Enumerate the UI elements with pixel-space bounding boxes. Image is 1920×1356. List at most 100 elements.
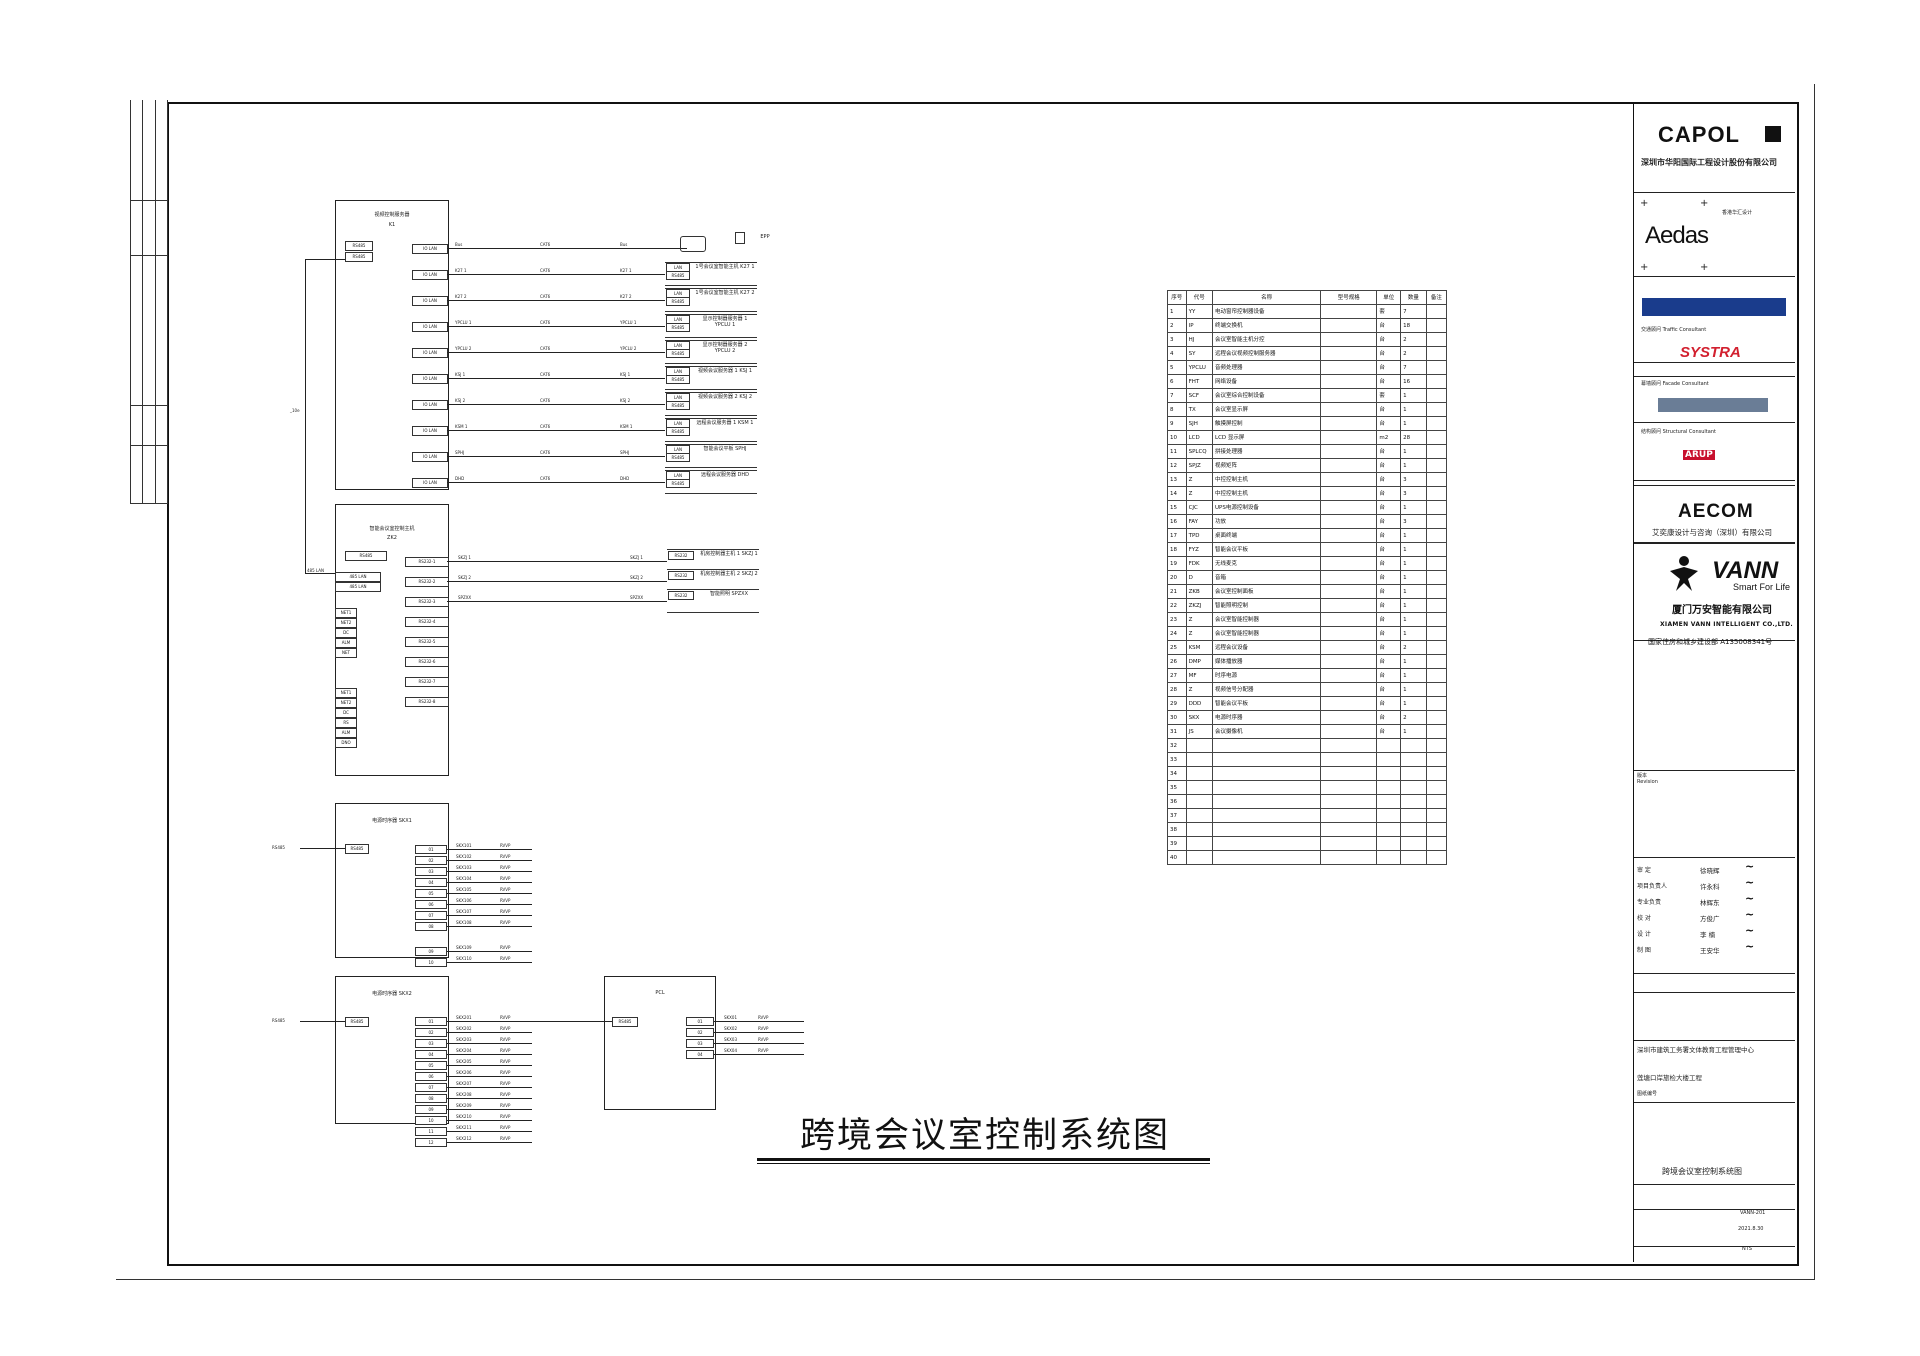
drawing-date: 2021.8.30 [1738,1226,1764,1232]
trunk-to-ctrl-wire [305,573,335,574]
table-cell [1425,472,1448,487]
crosshair-mark-2: + [1700,198,1709,209]
server-wire-tag: YPCLU 1 [455,320,472,325]
relay2-wire [447,1120,532,1121]
table-cell [1425,500,1448,515]
server-wire-type: CAT6 [540,398,551,403]
drawing-name: 跨境会议室控制系统图 [1662,1167,1742,1176]
table-cell [1320,794,1378,809]
server-device-code: YPCLU 1 [620,320,637,325]
table-cell: 1 [1400,598,1427,613]
table-cell [1320,640,1378,655]
title-block-role: 设 计 [1637,931,1651,938]
ctrl-port: RS232-1 [405,557,449,567]
device-rs485-port: RS485 [666,297,690,306]
plc-port: 04 [686,1050,714,1059]
table-cell [1212,850,1322,865]
table-cell [1425,528,1448,543]
table-cell [1400,780,1427,795]
table-row: 34 [1167,766,1448,781]
relay2-port: 05 [415,1061,447,1070]
relay2-row-wire: RVVP [500,1048,511,1053]
relay2-row-code: SKX205 [456,1059,472,1064]
table-cell: UPS电源控制设备 [1212,500,1322,515]
table-cell [1320,402,1378,417]
ctrl-device-name: 机房控制器主机 2 SKZJ 2 [700,571,758,577]
server-port: IO LAN [412,322,448,332]
title-block-person: 方俊广 [1700,915,1720,923]
table-cell: 1 [1400,500,1427,515]
ctrl-device-name: 智能照明 SPZXX [709,591,749,597]
table-cell: 7 [1167,388,1187,403]
table-cell: 音箱 [1212,570,1322,585]
relay1-wire [447,915,532,916]
table-cell [1425,430,1448,445]
table-cell: 3 [1400,472,1427,487]
table-cell [1425,542,1448,557]
table-cell [1376,766,1402,781]
relay1-row-wire: RVVP [500,887,511,892]
table-cell: CJC [1185,500,1214,515]
table-cell: 1 [1400,724,1427,739]
server-port: IO LAN [412,244,448,254]
table-header-cell: 名称 [1212,290,1322,305]
table-cell [1320,514,1378,529]
revision-label-en: Revision [1637,779,1658,785]
table-cell: 23 [1167,612,1187,627]
server-device-code: Bus [620,242,628,247]
table-cell: SY [1185,346,1214,361]
plc-wire [714,1054,804,1055]
table-cell [1425,374,1448,389]
table-cell [1320,570,1378,585]
systra-logo: SYSTRA [1680,344,1741,361]
table-cell [1425,570,1448,585]
drawing-num: VANN-201 [1740,1210,1766,1216]
monitor-icon [735,232,745,244]
relay1-port: 03 [415,867,447,876]
table-cell: 1 [1400,612,1427,627]
table-cell: 视频信号分配器 [1212,682,1322,697]
crosshair-mark-1: + [1640,198,1649,209]
relay1-row-code: SKX109 [456,945,472,950]
table-cell [1376,850,1402,865]
table-cell: 1 [1400,444,1427,459]
device-rs485-port: RS485 [666,453,690,462]
server-wire-type: CAT6 [540,372,551,377]
relay2-port: 01 [415,1017,447,1026]
title-block-role: 校 对 [1637,915,1651,922]
ctrl-wire-tag: SKZJ 2 [458,575,471,580]
device-rs485-port: RS485 [666,323,690,332]
table-cell [1212,780,1322,795]
table-cell: 1 [1400,556,1427,571]
ctrl-wire-tag: SPZXX [458,595,472,600]
table-cell: 智能照明控制 [1212,598,1322,613]
table-cell [1376,836,1402,851]
table-cell: 台 [1376,472,1402,487]
table-cell [1425,724,1448,739]
table-cell: 11 [1167,444,1187,459]
table-cell [1320,444,1378,459]
table-cell: 远程会议设备 [1212,640,1322,655]
relay1-row-wire: RVVP [500,843,511,848]
capol-logo: CAPOL [1658,122,1740,147]
title-underline-thin [757,1163,1210,1164]
table-cell: HJ [1185,332,1214,347]
table-row: 35 [1167,780,1448,795]
table-cell: 28 [1167,682,1187,697]
relay2-row-code: SKX211 [456,1125,472,1130]
plc-row-code: SKX03 [724,1037,737,1042]
ctrl-side-port: NET2 [335,618,357,628]
relay1-row-code: SKX106 [456,898,472,903]
table-cell: 台 [1376,682,1402,697]
